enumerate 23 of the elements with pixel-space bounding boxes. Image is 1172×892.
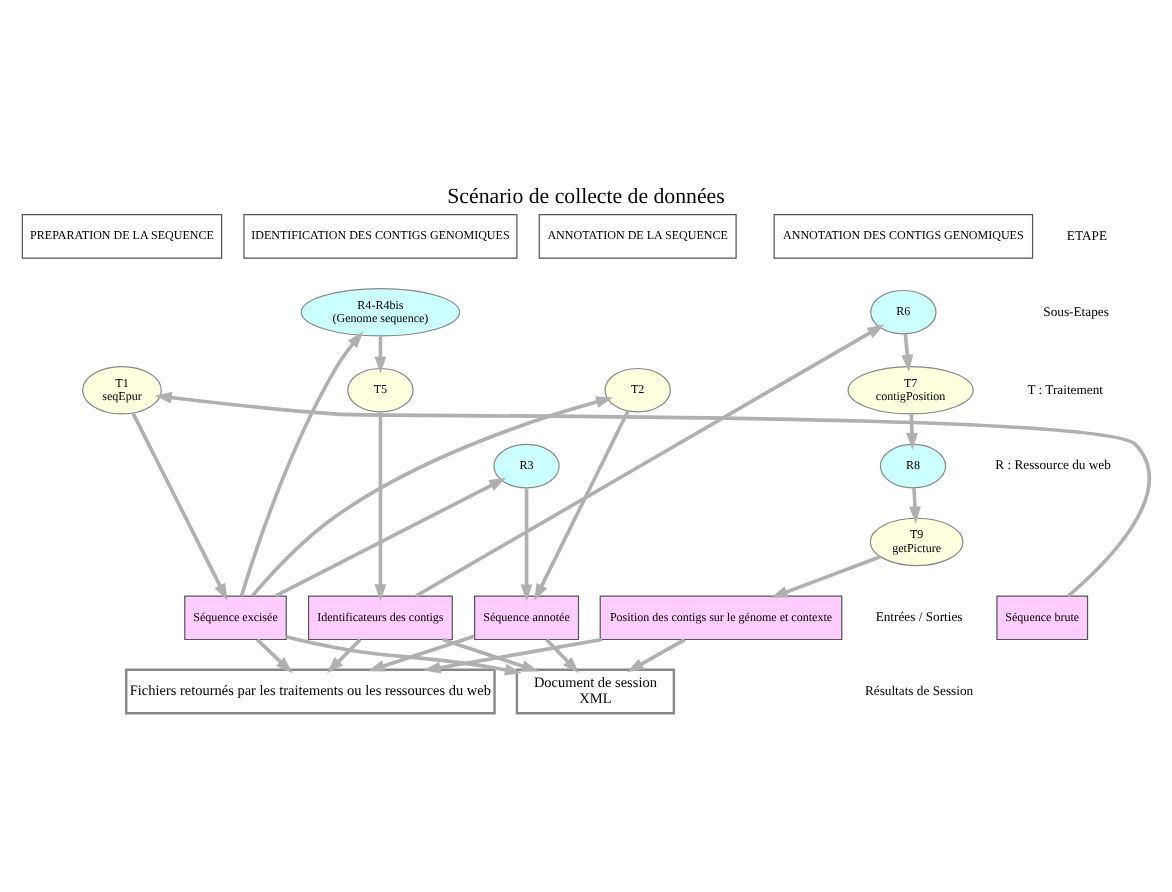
arrow	[374, 335, 387, 373]
arrow	[239, 330, 364, 596]
arrow	[909, 487, 921, 523]
arrow	[415, 323, 885, 597]
arrow	[770, 554, 881, 597]
arrow	[906, 413, 918, 449]
arrow	[131, 411, 228, 600]
arrow	[251, 395, 614, 596]
arrow	[367, 633, 475, 671]
arrow	[374, 411, 387, 601]
arrow	[255, 637, 293, 673]
arrow	[274, 476, 507, 597]
arrow	[901, 332, 914, 371]
arrow	[285, 633, 522, 675]
diagram-title: Scénario de collecte de données	[447, 184, 725, 209]
arrow	[154, 390, 1151, 597]
arrow	[520, 487, 533, 601]
arrow	[545, 637, 580, 673]
arrow	[327, 637, 362, 673]
arrow	[423, 636, 603, 673]
arrow	[626, 637, 686, 672]
arrow	[442, 636, 539, 671]
arrow	[534, 409, 630, 600]
